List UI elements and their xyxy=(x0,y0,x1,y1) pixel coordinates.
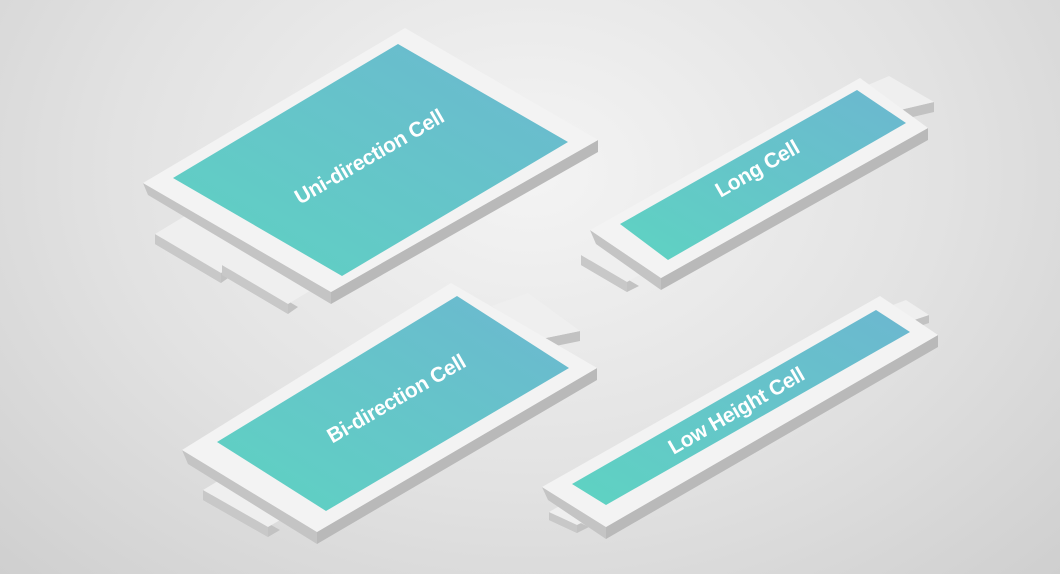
cell-face xyxy=(572,310,910,505)
terminal-tab xyxy=(222,244,323,314)
cell-uni-direction: Uni-direction Cell xyxy=(143,28,598,314)
cell-face xyxy=(620,90,906,260)
cell-face xyxy=(217,296,569,511)
cell-face xyxy=(173,44,568,276)
cell-bi-direction: Bi-direction Cell xyxy=(182,283,597,544)
terminal-tab xyxy=(155,213,256,283)
cell-low-height: Low Height Cell xyxy=(542,296,938,539)
cell-long: Long Cell xyxy=(581,76,934,292)
